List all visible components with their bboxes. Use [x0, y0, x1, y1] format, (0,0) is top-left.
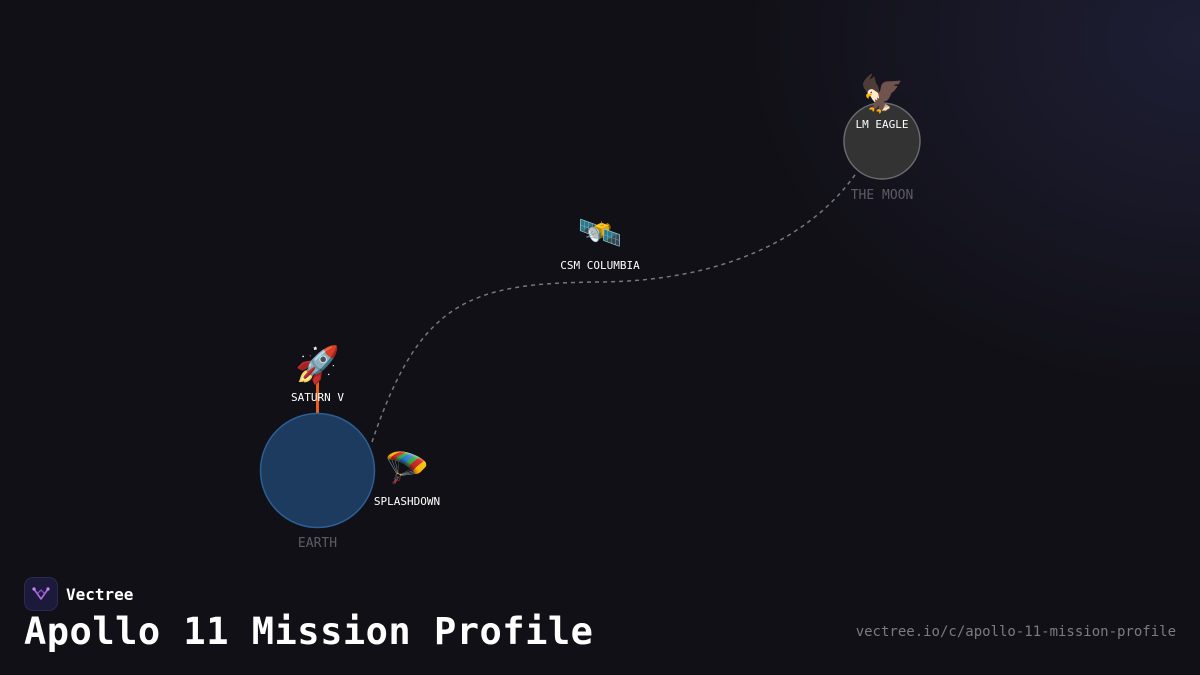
- rocket-icon: 🚀: [295, 344, 340, 386]
- saturn-v-node[interactable]: 🚀 SATURN V: [291, 344, 344, 404]
- source-url[interactable]: vectree.io/c/apollo-11-mission-profile: [855, 624, 1176, 640]
- splashdown-label: SPLASHDOWN: [374, 495, 440, 508]
- moon-circle[interactable]: [843, 102, 921, 180]
- brand-name: Vectree: [66, 584, 134, 604]
- saturn-v-label: SATURN V: [291, 391, 344, 404]
- parachute-icon: 🪂: [385, 449, 430, 490]
- brand: Vectree: [24, 577, 133, 611]
- eagle-icon: 🦅: [860, 72, 905, 115]
- satellite-icon: 🛰️: [578, 213, 623, 254]
- lm-eagle-node[interactable]: 🦅 LM EAGLE: [856, 72, 909, 131]
- csm-columbia-node[interactable]: 🛰️ CSM COLUMBIA: [560, 213, 640, 272]
- earth-circle[interactable]: [259, 412, 376, 529]
- vectree-logo-icon: [24, 577, 58, 611]
- earth-label: EARTH: [298, 536, 337, 551]
- splashdown-node[interactable]: 🪂 SPLASHDOWN: [374, 449, 440, 508]
- moon-label: THE MOON: [851, 188, 914, 203]
- page-title: Apollo 11 Mission Profile: [24, 610, 594, 653]
- lm-eagle-label: LM EAGLE: [856, 118, 909, 131]
- csm-columbia-label: CSM COLUMBIA: [560, 259, 640, 272]
